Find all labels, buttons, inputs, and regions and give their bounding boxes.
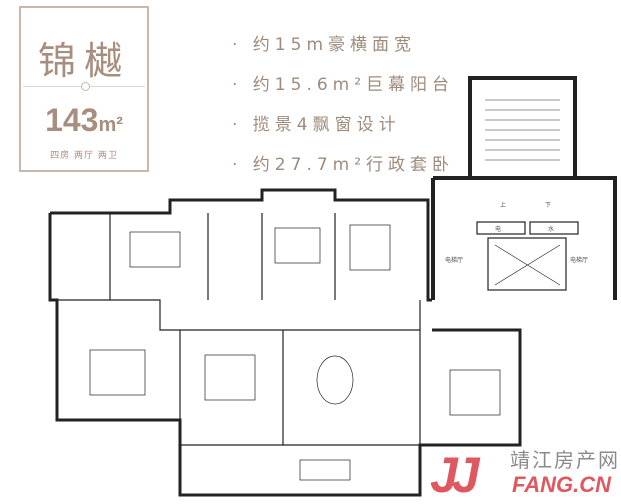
area-unit: m²	[98, 114, 123, 136]
logo-initials: JJ	[430, 447, 480, 503]
unit-area: 143m²	[21, 102, 147, 139]
area-value: 143	[45, 102, 99, 138]
feature-item: · 揽景4飘窗设计	[232, 115, 401, 135]
unit-info-card: 锦樾 143m² 四房 两厅 两卫	[19, 6, 149, 172]
label-up: 上	[500, 201, 506, 209]
feature-list: · 约15m豪横面宽 · 约15.6m²巨幕阳台 · 揽景4飘窗设计 · 约27…	[232, 30, 454, 190]
feature-item: · 约27.7m²行政套卧	[232, 155, 455, 175]
label-electric-shaft: 电	[495, 225, 501, 233]
label-elevator-hall-right: 电梯厅	[570, 256, 588, 264]
room-layout: 四房 两厅 两卫	[50, 151, 118, 161]
feature-item: · 约15m豪横面宽	[232, 35, 416, 55]
divider-ornament	[81, 82, 90, 91]
label-elevator-hall-left: 电梯厅	[445, 256, 463, 264]
watermark-logo: JJ 靖江房产网 FANG.CN	[430, 447, 620, 503]
label-water-shaft: 水	[548, 225, 554, 233]
logo-domain: FANG.CN	[512, 472, 611, 497]
unit-name: 锦樾	[37, 39, 130, 83]
feature-item: · 约15.6m²巨幕阳台	[232, 75, 455, 95]
label-down: 下	[545, 202, 551, 209]
logo-name: 靖江房产网	[510, 448, 620, 472]
